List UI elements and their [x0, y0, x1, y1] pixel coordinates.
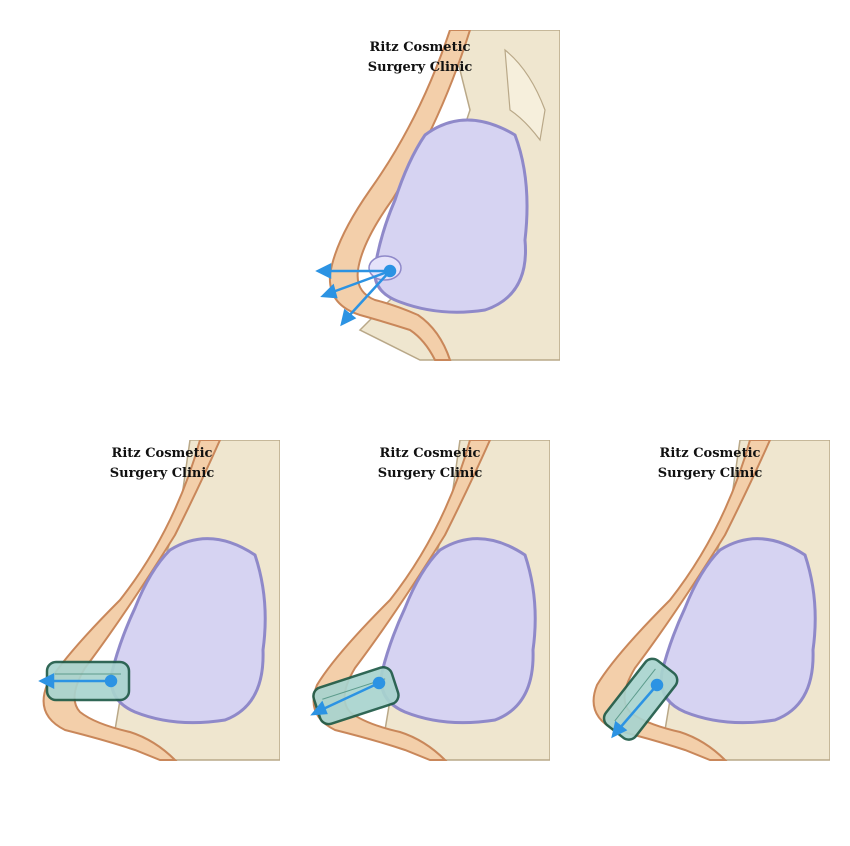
direction-arrow	[611, 678, 664, 739]
caption-line-2: Surgery Clinic	[109, 466, 215, 481]
caption-line-2: Surgery Clinic	[657, 466, 763, 481]
skin-profile	[328, 30, 472, 361]
panel-bottom-middle: Ritz Cosmetic Surgery Clinic	[295, 440, 550, 770]
nasal-cavity	[379, 537, 537, 725]
nasal-cavity	[373, 118, 529, 314]
direction-arrow	[310, 676, 386, 716]
clinic-caption: Ritz Cosmetic Surgery Clinic	[97, 444, 227, 484]
direction-arrow	[38, 672, 118, 690]
panel-bottom-right: Ritz Cosmetic Surgery Clinic	[575, 440, 830, 770]
panel-bottom-left: Ritz Cosmetic Surgery Clinic	[25, 440, 280, 770]
nasal-cavity	[659, 537, 817, 725]
caption-line-2: Surgery Clinic	[367, 60, 473, 75]
clinic-caption: Ritz Cosmetic Surgery Clinic	[355, 38, 485, 78]
nasal-cavity	[109, 537, 267, 725]
clinic-caption: Ritz Cosmetic Surgery Clinic	[365, 444, 495, 484]
bone-fragment	[504, 48, 546, 142]
vector-arrows	[315, 262, 397, 327]
caption-line-1: Ritz Cosmetic	[659, 446, 761, 461]
panel-top: Ritz Cosmetic Surgery Clinic	[300, 30, 560, 370]
caption-line-2: Surgery Clinic	[377, 466, 483, 481]
caption-line-1: Ritz Cosmetic	[369, 40, 471, 55]
nose-cross-section	[38, 440, 280, 761]
caption-line-1: Ritz Cosmetic	[379, 446, 481, 461]
caption-line-1: Ritz Cosmetic	[111, 446, 213, 461]
nose-cross-section	[310, 440, 550, 761]
nose-cross-section	[592, 440, 830, 761]
nose-cross-section	[315, 30, 560, 361]
clinic-caption: Ritz Cosmetic Surgery Clinic	[645, 444, 775, 484]
